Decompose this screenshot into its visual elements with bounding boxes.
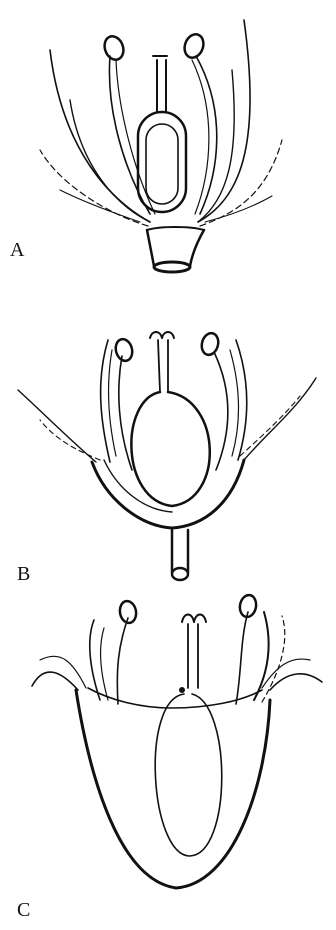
flower-b-sepal-left: [18, 390, 96, 462]
label-flower-b: B: [17, 564, 30, 584]
flower-b-petal-right: [236, 340, 247, 460]
flower-b-petal-right-2: [230, 350, 239, 456]
flower-a-base-left: [147, 230, 154, 266]
flower-a-sepal-left-2: [60, 190, 140, 222]
flower-b-style: [158, 340, 168, 392]
flower-a-diagram: [40, 20, 282, 272]
flower-b-sepal-right-2: [240, 396, 300, 456]
flower-b-stamen-filament-left: [119, 356, 132, 470]
flower-b-sepal-left-2: [40, 420, 100, 460]
flower-c-petal-left-2: [101, 628, 108, 700]
flower-a-stamen-filament-right: [196, 56, 217, 214]
flower-a-pedicel-scar: [154, 262, 190, 272]
flower-b-stigma: [150, 332, 174, 338]
flower-c-anther-left: [118, 600, 138, 624]
flower-b-pedicel: [172, 530, 188, 572]
flower-c-sepal-left: [32, 672, 78, 690]
flower-b-anther-left: [113, 337, 134, 362]
flower-a-petal-right-outer: [198, 20, 250, 222]
flower-b-receptacle-outer: [92, 460, 244, 528]
flower-a-stamen-filament-left: [109, 56, 150, 214]
flower-c-stamen-filament-right: [236, 612, 248, 704]
flower-b-diagram: [18, 331, 316, 580]
flower-c-sepal-right: [270, 674, 322, 690]
flower-c-stamen-filament-left: [117, 618, 128, 704]
flower-c-style: [188, 624, 198, 688]
flower-c-style-base-dot: [179, 687, 185, 693]
label-flower-c: C: [17, 900, 30, 920]
flower-c-diagram: [32, 594, 322, 888]
flower-c-petal-right-2: [262, 616, 285, 702]
flower-a-stamen-filament-left-2: [116, 60, 155, 214]
flower-a-anther-right: [181, 32, 206, 61]
flower-b-stamen-filament-right: [214, 352, 228, 470]
flower-a-anther-left: [101, 34, 126, 63]
flower-a-base-right: [190, 230, 204, 266]
flower-a-sepal-left: [40, 150, 148, 226]
flower-b-petal-left-2: [109, 350, 116, 456]
flower-a-stamen-filament-right-2: [192, 60, 209, 214]
flower-c-stigma: [182, 615, 206, 623]
flower-c-petal-right: [254, 612, 269, 700]
flower-b-pedicel-scar: [172, 568, 188, 580]
flower-a-style: [157, 60, 166, 112]
flower-b-anther-right: [199, 331, 220, 356]
flower-b-ovary: [131, 392, 209, 506]
label-flower-a: A: [10, 240, 24, 260]
flower-a-base-top: [147, 227, 204, 230]
flower-a-petal-left-outer: [50, 50, 150, 222]
flower-a-ovary-inner: [146, 124, 178, 204]
flower-c-ovary: [155, 694, 222, 856]
flower-c-petal-left: [90, 620, 100, 700]
flower-c-hypanthium-outer: [76, 690, 270, 888]
